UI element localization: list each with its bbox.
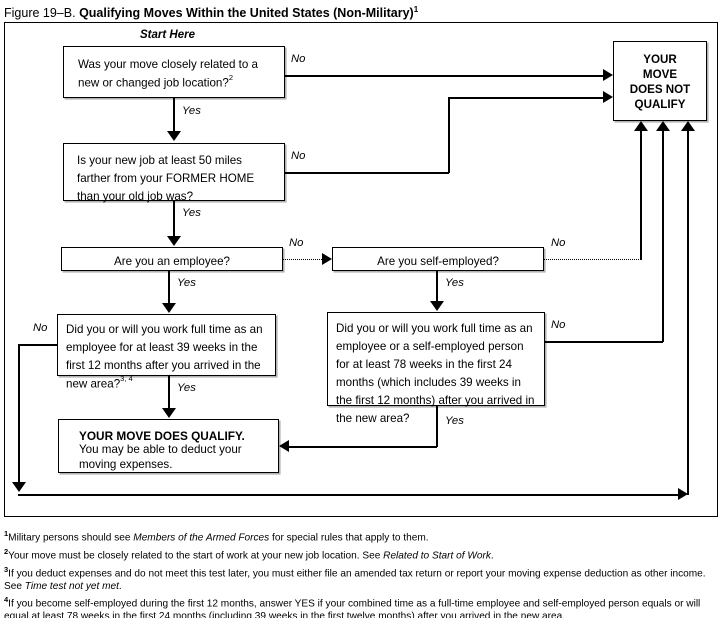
figure-title: Figure 19–B. Qualifying Moves Within the… [4,2,418,21]
edge-q6-yes-line-v [436,406,438,447]
edge-q2-no-line-h2 [448,97,605,99]
footnote-marker: 1 [4,529,9,538]
node-q1-text: Was your move closely related to a new o… [78,58,258,90]
footnote-marker: 4 [4,595,9,605]
node-q4-are-you-self-employed[interactable]: Are you self-employed? [332,247,544,271]
edge-q6-yes-arrowhead [279,440,289,452]
footnote-italic-run: Members of the Armed Forces [133,532,270,544]
footnote-italic-run: Time test not yet met [24,580,119,592]
footnote-italic-run: Related to Start of Work [383,550,491,562]
edge-q4-yes-line [436,271,438,302]
footnote-1: 1Military persons should see Members of … [4,528,720,545]
node-not-qualify-line4: QUALIFY [634,98,686,111]
edge-label-q5-yes: Yes [177,382,196,394]
node-not-qualify-line3: DOES NOT [629,83,691,96]
footnote-4: 4If you become self-employed during the … [4,594,720,618]
node-q5-text: Did you or will you work full time as an… [66,323,263,391]
node-q5-employee-time-test[interactable]: Did you or will you work full time as an… [57,314,276,390]
footnote-text-run: Military persons should see [8,532,134,544]
node-q2-fifty-miles[interactable]: Is your new job at least 50 miles farthe… [63,143,285,203]
start-here-label: Start Here [140,29,195,41]
edge-q4-yes-arrowhead [430,301,444,311]
edge-q5-no-arrowhead-right [678,488,688,500]
figure-title-text: Qualifying Moves Within the United State… [79,6,414,21]
edge-q2-yes-arrowhead [167,236,181,246]
edge-q3-yes-arrowhead [162,303,176,313]
node-q3-text: Are you an employee? [113,255,230,268]
footnote-3: 3If you deduct expenses and do not meet … [4,564,720,594]
footnotes: 1Military persons should see Members of … [4,528,720,618]
node-q3-are-you-employee[interactable]: Are you an employee? [61,247,283,271]
node-q1-related-to-job[interactable]: Was your move closely related to a new o… [63,46,285,98]
edge-q5-no-arrowhead-down [12,482,26,492]
edge-q2-no-arrowhead [603,91,613,103]
edge-label-q4-no: No [551,237,566,249]
edge-label-q2-no: No [291,150,306,162]
edge-label-q3-yes: Yes [177,277,196,289]
node-q5-superscript: 3, 4 [120,374,133,383]
edge-q5-no-line-v2 [687,131,689,495]
edge-q6-yes-line-h [289,446,437,448]
node-qualify-body: You may be able to deduct your moving ex… [79,443,242,471]
node-not-qualify-line1: YOUR [643,53,677,66]
edge-q2-no-line-h1 [285,172,449,174]
edge-label-q3-no: No [289,237,304,249]
edge-label-q1-no: No [291,53,306,65]
figure-number: Figure 19–B. [4,6,76,21]
figure-title-superscript: 1 [413,5,419,14]
edge-q6-no-line-v [662,131,664,342]
edge-q5-yes-arrowhead [162,408,176,418]
edge-q4-no-arrowhead [634,121,648,131]
edge-label-q6-yes: Yes [445,415,464,427]
edge-q2-no-line-v [448,97,450,173]
edge-q3-yes-line [168,271,170,304]
edge-q4-no-line-h [544,259,641,260]
footnote-marker: 3 [4,564,9,574]
edge-q3-no-line [283,259,324,260]
edge-q4-no-line-v [640,131,642,260]
node-move-does-qualify[interactable]: YOUR MOVE DOES QUALIFY. You may be able … [58,419,279,473]
edge-q5-no-line-v1 [18,344,20,484]
edge-q5-no-line-h2 [18,494,680,496]
footnote-2: 2Your move must be closely related to th… [4,546,720,563]
edge-q1-no-arrowhead [603,69,613,81]
edge-q1-yes-line [173,98,175,131]
footnote-text-run: If you become self-employed during the f… [4,598,701,618]
node-q6-text: Did you or will you work full time as an… [336,322,535,425]
footnote-marker: 2 [4,546,9,556]
footnote-text-run: . [118,580,122,592]
footnote-text-run: Your move must be closely related to the… [8,550,384,562]
edge-q2-yes-line [173,201,175,236]
edge-label-q4-yes: Yes [445,277,464,289]
edge-q6-no-arrowhead [656,121,670,131]
edge-q1-no-line [285,75,605,77]
footnote-text-run: If you deduct expenses and do not meet t… [4,568,706,592]
edge-q6-no-line-h [545,341,663,343]
edge-q5-no-line-h1 [18,344,58,346]
node-qualify-headline: YOUR MOVE DOES QUALIFY. [79,429,245,443]
edge-label-q6-no: No [551,319,566,331]
footnote-text-run: . [490,550,494,562]
edge-label-q2-yes: Yes [182,207,201,219]
edge-label-q5-no: No [33,322,48,334]
node-q1-superscript: 2 [228,73,233,82]
edge-q1-yes-arrowhead [167,131,181,141]
node-q2-text: Is your new job at least 50 miles farthe… [77,154,255,203]
node-q6-self-employed-time-test[interactable]: Did you or will you work full time as an… [327,312,545,425]
edge-q3-no-arrowhead [322,253,332,265]
node-move-does-not-qualify[interactable]: YOUR MOVE DOES NOT QUALIFY [613,41,707,121]
edge-q5-no-arrowhead-up [681,121,695,131]
node-not-qualify-line2: MOVE [642,68,678,81]
node-q4-text: Are you self-employed? [377,255,499,268]
edge-q5-yes-line [168,376,170,409]
footnote-text-run: for special rules that apply to them. [269,532,429,544]
edge-label-q1-yes: Yes [182,105,201,117]
